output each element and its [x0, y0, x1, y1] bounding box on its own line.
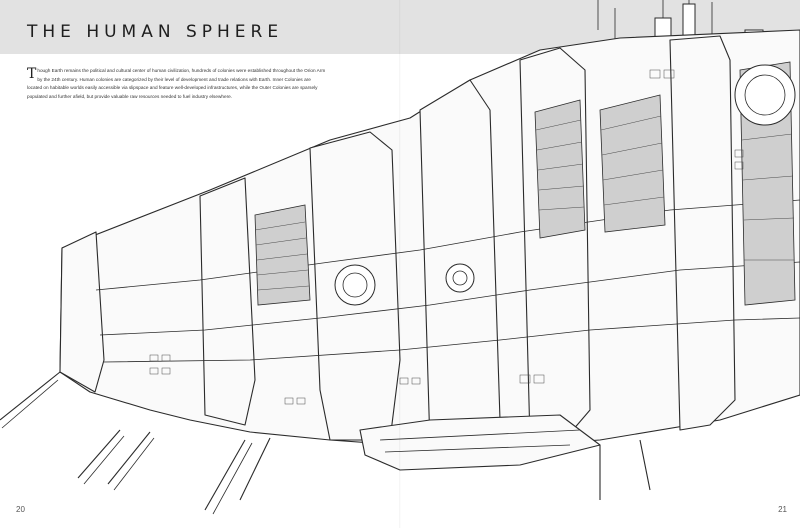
lower-hangar: [359, 414, 601, 471]
drop-cap: T: [27, 66, 37, 82]
intro-body-text: hough Earth remains the political and cu…: [27, 68, 326, 99]
cannon-barrels: [0, 371, 651, 515]
page-gutter: [399, 0, 401, 528]
hull: [59, 29, 800, 449]
docking-rings: [334, 64, 796, 306]
page-title: THE HUMAN SPHERE: [27, 22, 284, 42]
hull-windows: [149, 69, 744, 405]
page-number-left: 20: [16, 505, 25, 514]
interior-cutaway: [254, 61, 796, 306]
page-number-right: 21: [778, 505, 787, 514]
